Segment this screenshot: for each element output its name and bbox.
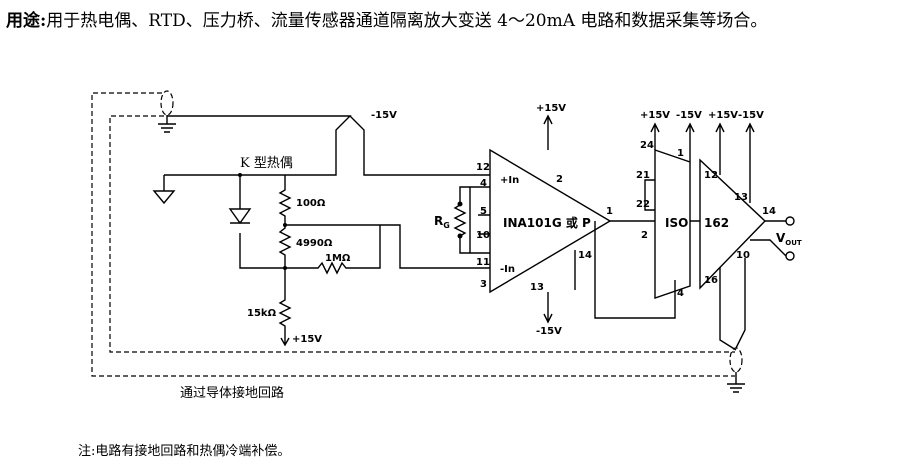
label-vout-main: V (776, 231, 786, 245)
pin-amp-12: 12 (704, 170, 718, 181)
label-minus-in: -In (500, 264, 515, 275)
label-rg-sub: G (443, 221, 450, 230)
pin-ina-10: 10 (476, 230, 490, 241)
ground-loop-dashed-inner (109, 115, 735, 353)
label-p15-bottom: +15V (292, 334, 322, 345)
rg-node-bottom (457, 233, 463, 239)
label-m15-top-left: -15V (371, 110, 397, 121)
tc-wire-top (167, 115, 490, 176)
label-rg: RG (434, 214, 450, 230)
pin-ina-2: 2 (556, 174, 563, 185)
label-r15k: 15kΩ (247, 308, 277, 319)
label-m15-ina: -15V (536, 326, 562, 337)
pin-amp-10: 10 (736, 250, 750, 261)
vout-terminal-minus (785, 251, 795, 261)
pin-ina-12: 12 (476, 162, 490, 173)
pin-iso-21: 21 (636, 170, 650, 181)
label-ground-loop: 通过导体接地回路 (180, 385, 284, 401)
footnote: 注:电路有接地回路和热偶冷端补偿。 (78, 444, 291, 459)
ground-symbol-top (158, 115, 176, 133)
iso-wires (640, 122, 700, 222)
node-low (283, 266, 287, 270)
pin-iso-22: 22 (636, 199, 650, 210)
rg-network (453, 186, 490, 254)
r1m-wire (285, 225, 381, 275)
label-thermocouple: K 型热偶 (240, 156, 293, 171)
rg-node-top (457, 201, 463, 207)
pin-iso-2: 2 (641, 230, 648, 241)
pin-ina-3: 3 (480, 279, 487, 290)
pin-iso-1: 1 (677, 148, 684, 159)
pin-amp-14: 14 (762, 206, 776, 217)
label-p15-162: +15V (708, 110, 738, 121)
intro-lead: 用途: (6, 11, 47, 31)
node-mid (283, 223, 287, 227)
ground-loop-dashed-outer (91, 92, 735, 377)
resistor-chain (278, 175, 292, 347)
ina101-amplifier (489, 148, 612, 294)
pin-ina-11: 11 (476, 257, 490, 268)
ground-loop-coil-bottom (729, 347, 743, 373)
label-r1m: 1MΩ (325, 253, 351, 264)
intro-paragraph: 用途:用于热电偶、RTD、压力桥、流量传感器通道隔离放大变送 4～20mA 电路… (6, 6, 894, 36)
label-r4990: 4990Ω (296, 238, 333, 249)
ground-reference-left (152, 174, 300, 205)
label-ina101: INA101G 或 P (503, 215, 591, 230)
label-p15-iso: +15V (640, 110, 670, 121)
intro-text: 用于热电偶、RTD、压力桥、流量传感器通道隔离放大变送 4～20mA 电路和数据… (46, 11, 768, 31)
label-m15-iso: -15V (676, 110, 702, 121)
label-p15-ina: +15V (536, 103, 566, 114)
label-rg-main: R (434, 214, 443, 228)
iso-block (654, 149, 691, 299)
label-amp162: 162 (704, 216, 729, 230)
diode-branch (228, 175, 285, 269)
minus-input-wire (285, 224, 490, 269)
label-vout-sub: OUT (785, 239, 802, 247)
pin-amp-13: 13 (734, 192, 748, 203)
label-vout: VOUT (776, 231, 802, 247)
ground-symbol-bottom (727, 372, 745, 393)
pin-iso-4: 4 (677, 288, 684, 299)
label-iso: ISO (665, 216, 688, 230)
label-m15-162: -15V (738, 110, 764, 121)
pin-ina-13: 13 (530, 282, 544, 293)
pin-ina-4: 4 (480, 178, 487, 189)
label-plus-in: +In (500, 175, 519, 186)
amp162-block (699, 158, 766, 290)
amp162-wires (715, 122, 787, 351)
label-r100: 100Ω (296, 198, 326, 209)
vout-terminal-plus (785, 216, 795, 226)
pin-ina-1: 1 (606, 206, 613, 217)
pin-iso-24: 24 (640, 140, 654, 151)
pin-ina-5: 5 (480, 206, 487, 217)
pin-amp-16: 16 (704, 275, 718, 286)
node-left-top (238, 173, 242, 177)
pin-ina-14: 14 (578, 250, 592, 261)
ina101-supply-wires (543, 114, 676, 324)
ground-loop-coil-top (160, 90, 174, 116)
